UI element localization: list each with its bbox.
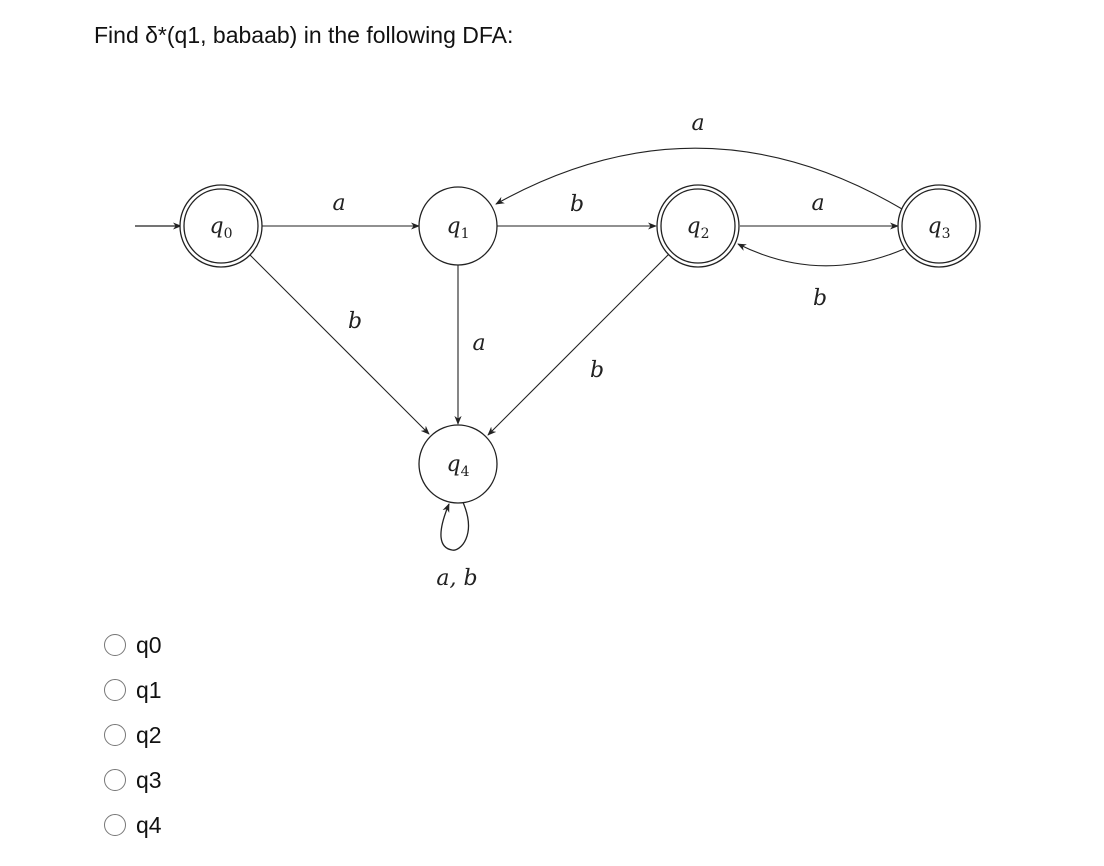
option-label: q4 [136,811,162,838]
state-q1-label: q1 [446,214,469,242]
question-text: Find δ*(q1, babaab) in the following DFA… [94,22,514,48]
radio-button-q4[interactable] [104,813,126,836]
edge-q3-q1 [495,147,903,210]
edge-q0-q4 [248,253,430,435]
edge-label-q0-q1: a [332,191,345,216]
state-q2-label: q2 [686,214,709,242]
edge-q3-q2 [737,243,905,267]
state-q1: q1 [418,186,498,266]
edge-q2-q4 [487,252,671,436]
state-q3-label: q3 [927,214,950,242]
option-label: q2 [136,721,162,748]
edge-label-q1-q2: b [570,192,584,217]
edge-q4-self-loop [440,499,469,551]
radio-button-q3[interactable] [104,768,126,791]
state-q0-label: q0 [209,214,232,242]
state-q2: q2 [656,184,740,268]
option-q3[interactable]: q3 [104,757,162,802]
dfa-diagram: q0 q1 q2 q3 q4 a b b a a b a b a, b [135,111,981,591]
radio-button-q0[interactable] [104,633,126,656]
state-q4: q4 [418,424,498,504]
answer-options: q0 q1 q2 q3 q4 [104,622,162,847]
option-label: q1 [136,676,162,703]
option-q4[interactable]: q4 [104,802,162,847]
edge-label-q1-q4: a [472,331,485,356]
edge-label-q2-q4: b [590,358,604,383]
option-q2[interactable]: q2 [104,712,162,757]
option-q0[interactable]: q0 [104,622,162,667]
option-q1[interactable]: q1 [104,667,162,712]
option-label: q3 [136,766,162,793]
state-q0: q0 [179,184,263,268]
edge-label-q3-q1: a [691,111,704,136]
radio-button-q2[interactable] [104,723,126,746]
option-label: q0 [136,631,162,658]
edge-label-q0-q4: b [348,309,362,334]
edge-label-q3-q2: b [813,286,827,311]
edge-label-q2-q3: a [811,191,824,216]
radio-button-q1[interactable] [104,678,126,701]
state-q3: q3 [897,184,981,268]
state-q4-label: q4 [446,452,469,480]
edge-label-q4-self: a, b [436,566,477,591]
